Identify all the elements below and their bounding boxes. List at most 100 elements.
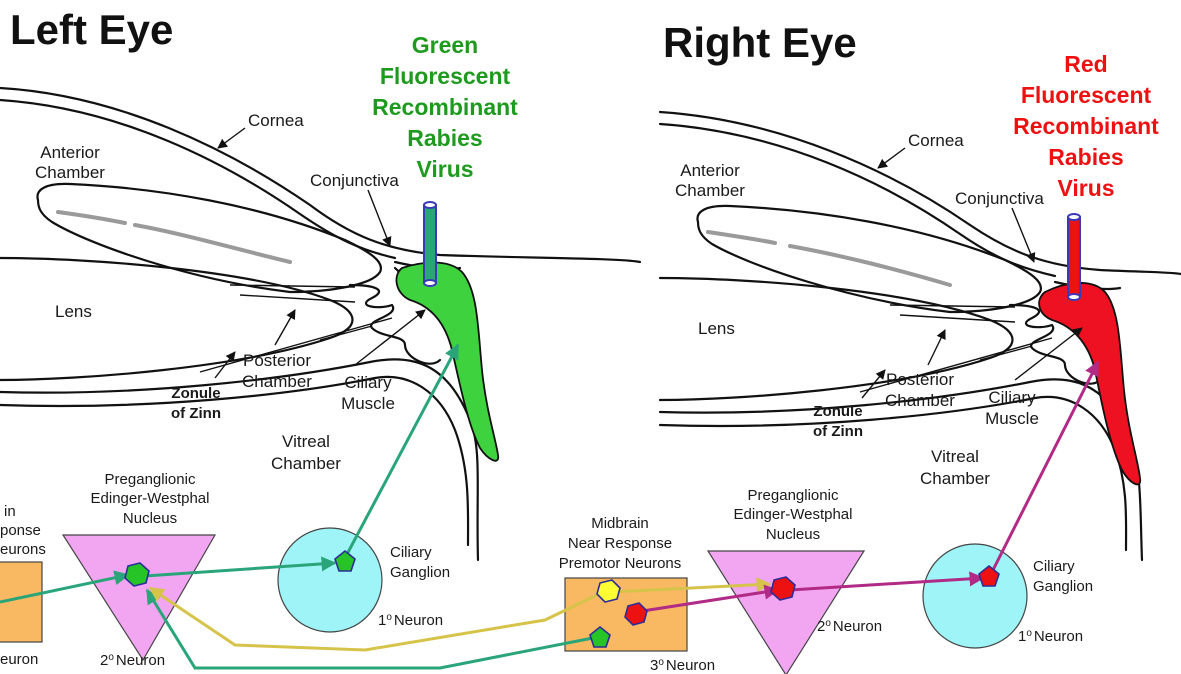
left-conjunctiva-pointer <box>368 190 390 246</box>
left-virus-line-2: Fluorescent <box>380 63 511 89</box>
left-eye-labels: Cornea Anterior Chamber Conjunctiva Lens… <box>0 111 450 669</box>
left-first-degree: o <box>386 612 392 623</box>
right-ciliary-pointer <box>1015 328 1082 380</box>
right-virus-label: Red Fluorescent Recombinant Rabies Virus <box>1013 51 1159 201</box>
right-virus-line-3: Recombinant <box>1013 113 1159 139</box>
right-cornea-label: Cornea <box>908 131 964 150</box>
left-second-degree: o <box>108 652 114 663</box>
right-second-neuron-word: Neuron <box>833 618 882 635</box>
right-zonule-label-2: of Zinn <box>813 423 863 440</box>
left-anterior-label-2: Chamber <box>35 163 105 182</box>
right-virus-line-4: Rabies <box>1048 144 1123 170</box>
right-needle-top <box>1068 214 1080 220</box>
right-first-degree: o <box>1026 628 1032 639</box>
left-virus-line-1: Green <box>412 32 478 58</box>
left-cut-label-1: in <box>4 503 16 520</box>
left-ew-nucleus-triangle <box>63 535 215 660</box>
left-ew-label-1: Preganglionic <box>105 471 196 488</box>
left-eye-title: Left Eye <box>10 6 173 53</box>
left-zonule-label-2: of Zinn <box>171 405 221 422</box>
left-zonule-pointer <box>215 352 235 378</box>
third-neuron-word: Neuron <box>666 657 715 674</box>
left-cut-label-2: ponse <box>0 522 41 539</box>
right-posterior-label-2: Chamber <box>885 391 955 410</box>
right-conjunctiva-label: Conjunctiva <box>955 189 1044 208</box>
left-zonule-label-1: Zonule <box>171 385 220 402</box>
right-ew-label-3: Nucleus <box>766 526 820 543</box>
left-cut-label-3: eurons <box>0 541 46 558</box>
right-first-digit: 1 <box>1018 628 1026 645</box>
right-virus-line-2: Fluorescent <box>1021 82 1152 108</box>
left-vitreal-label-2: Chamber <box>271 454 341 473</box>
right-ew-label-2: Edinger-Westphal <box>734 506 853 523</box>
right-ganglion-label-2: Ganglion <box>1033 578 1093 595</box>
midbrain-label-2: Near Response <box>568 535 672 552</box>
right-ciliary-muscle-label-2: Muscle <box>985 409 1039 428</box>
left-iris <box>37 184 380 292</box>
left-second-neuron-word: Neuron <box>116 652 165 669</box>
left-cornea-label: Cornea <box>248 111 304 130</box>
right-iris <box>697 206 1040 312</box>
left-sclera <box>0 359 478 560</box>
right-lens-label: Lens <box>698 319 735 338</box>
left-cornea-pointer <box>218 128 245 148</box>
right-second-digit: 2 <box>817 618 825 635</box>
right-ciliary-ganglion-circle <box>923 544 1027 648</box>
right-ew-nucleus-triangle <box>708 551 864 674</box>
right-lens <box>660 278 1013 400</box>
left-ciliary-muscle-label-1: Ciliary <box>344 373 392 392</box>
right-anterior-label-2: Chamber <box>675 181 745 200</box>
right-posterior-label-1: Posterior <box>886 370 954 389</box>
right-injection-needle <box>1068 217 1080 297</box>
right-virus-line-1: Red <box>1064 51 1107 77</box>
right-eye-title: Right Eye <box>663 19 857 66</box>
left-conjunctiva-label: Conjunctiva <box>310 171 399 190</box>
right-first-neuron-word: Neuron <box>1034 628 1083 645</box>
right-ciliary-muscle-label-1: Ciliary <box>988 388 1036 407</box>
right-choroid <box>660 397 1126 550</box>
left-ew-label-2: Edinger-Westphal <box>91 490 210 507</box>
left-injection-needle <box>424 205 436 283</box>
right-iris-pigment-2 <box>790 246 950 285</box>
left-needle-top <box>424 202 436 208</box>
left-second-digit: 2 <box>100 652 108 669</box>
left-ciliary-muscle-label-2: Muscle <box>341 394 395 413</box>
left-iris-pigment-2 <box>135 225 290 262</box>
midbrain-labels: Midbrain Near Response Premotor Neurons <box>559 515 682 572</box>
right-zonule-label-1: Zonule <box>813 403 862 420</box>
left-ganglion-label-2: Ganglion <box>390 564 450 581</box>
left-first-digit: 1 <box>378 612 386 629</box>
right-iris-pigment <box>708 232 775 243</box>
right-ew-label-1: Preganglionic <box>748 487 839 504</box>
left-first-order-label: 1oNeuron <box>378 612 443 630</box>
midbrain-label-3: Premotor Neurons <box>559 555 682 572</box>
third-digit: 3 <box>650 657 658 674</box>
right-second-degree: o <box>825 618 831 629</box>
right-cornea-pointer <box>878 148 905 168</box>
right-ganglion-label-1: Ciliary <box>1033 558 1075 575</box>
left-virus-line-3: Recombinant <box>372 94 518 120</box>
left-virus-line-5: Virus <box>416 156 473 182</box>
right-posterior-pointer <box>928 330 945 365</box>
left-ew-label-3: Nucleus <box>123 510 177 527</box>
left-anterior-label-1: Anterior <box>40 143 100 162</box>
left-needle-tip <box>424 280 436 286</box>
right-anterior-label-1: Anterior <box>680 161 740 180</box>
right-vitreal-label-1: Vitreal <box>931 447 979 466</box>
left-iris-pigment <box>58 212 125 223</box>
left-posterior-pointer <box>275 310 295 345</box>
left-lens-label: Lens <box>55 302 92 321</box>
left-ciliary-ganglion-circle <box>278 528 382 632</box>
left-first-neuron-word: Neuron <box>394 612 443 629</box>
left-vitreal-label-1: Vitreal <box>282 432 330 451</box>
left-ganglion-label-1: Ciliary <box>390 544 432 561</box>
third-degree: o <box>658 657 664 668</box>
left-virus-line-4: Rabies <box>407 125 482 151</box>
left-virus-label: Green Fluorescent Recombinant Rabies Vir… <box>372 32 518 182</box>
